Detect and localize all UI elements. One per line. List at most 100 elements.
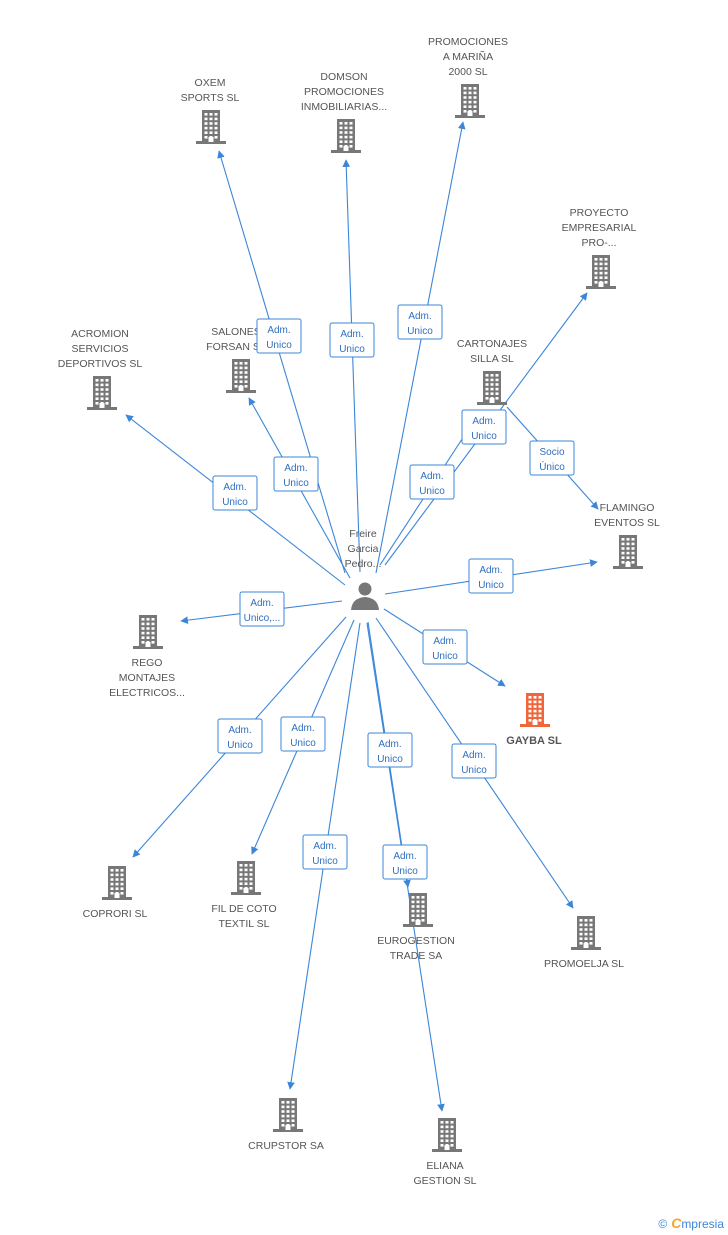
person-center-icon[interactable]	[351, 582, 379, 611]
rego-edge-label-line: Unico,...	[244, 613, 281, 624]
flamingo-edge-label[interactable]: Adm.Unico	[468, 558, 514, 594]
filcoto-edge-label[interactable]: Adm.Unico	[280, 716, 326, 752]
company-salones-icon[interactable]	[226, 359, 256, 393]
domson-edge-label-line: Unico	[339, 344, 365, 355]
gayba-edge-label-line: Adm.	[433, 636, 456, 647]
company-filcoto-icon[interactable]	[231, 861, 261, 895]
promoelja-edge-label[interactable]: Adm.Unico	[451, 743, 497, 779]
eliana-edge-label[interactable]: Adm. Unico	[382, 844, 428, 880]
company-label-line: EMPRESARIAL	[562, 222, 637, 234]
company-label-line: 2000 SL	[448, 66, 487, 78]
company-eurogestion-icon[interactable]	[403, 893, 433, 927]
company-gayba-label[interactable]: GAYBA SL	[506, 735, 562, 747]
company-proyecto-icon[interactable]	[586, 255, 616, 289]
salones-edge-label-line: Adm.	[284, 463, 307, 474]
rego-edge-label[interactable]: Adm. Unico,...	[239, 591, 285, 627]
cartonajes-edge-label-line: Unico	[419, 486, 445, 497]
person-label-line: Garcia	[348, 543, 379, 555]
company-label-line: REGO	[132, 657, 163, 669]
proyecto-edge-label[interactable]: Adm.Unico	[461, 409, 507, 445]
company-flamingo-label[interactable]: FLAMINGO EVENTOS SL	[594, 502, 660, 529]
company-label-line: EVENTOS SL	[594, 517, 660, 529]
company-label-line: COPRORI SL	[83, 908, 148, 920]
eurogestion-edge-label[interactable]: Adm. Unico	[367, 732, 413, 768]
company-label-line: GESTION SL	[413, 1175, 476, 1187]
acromion-edge-label-line: Adm.	[223, 482, 246, 493]
company-eliana-label[interactable]: ELIANA GESTION SL	[413, 1160, 476, 1187]
company-rego-label[interactable]: REGO MONTAJES ELECTRICOS...	[109, 657, 185, 699]
company-crupstor-label[interactable]: CRUPSTOR SA	[248, 1140, 324, 1152]
gayba-edge-label[interactable]: Adm.Unico	[422, 629, 468, 665]
acromion-edge-label-line: Unico	[222, 497, 248, 508]
proyecto-edge-label-line: Adm.	[472, 416, 495, 427]
marina-edge	[375, 121, 466, 574]
eurogestion-edge-label-line: Adm.	[378, 739, 401, 750]
domson-edge-label[interactable]: Adm.Unico	[329, 322, 375, 358]
cartonajes-edge-label[interactable]: Adm. Unico	[409, 464, 455, 500]
company-marina-icon[interactable]	[455, 84, 485, 118]
company-label-line: CRUPSTOR SA	[248, 1140, 324, 1152]
company-label-line: DEPORTIVOS SL	[58, 358, 143, 370]
rego-edge-label-line: Adm.	[250, 598, 273, 609]
filcoto-edge-label-line: Adm.	[291, 723, 314, 734]
company-promoelja-icon[interactable]	[571, 916, 601, 950]
company-eliana-icon[interactable]	[432, 1118, 462, 1152]
company-coprori-label[interactable]: COPRORI SL	[83, 908, 148, 920]
eliana-edge-label-line: Adm.	[393, 851, 416, 862]
company-label-line: FLAMINGO	[600, 502, 655, 514]
company-proyecto-label[interactable]: PROYECTOEMPRESARIALPRO-...	[562, 207, 637, 249]
company-label-line: ELECTRICOS...	[109, 687, 185, 699]
salones-edge-label[interactable]: Adm. Unico	[273, 456, 319, 492]
acromion-edge-label[interactable]: Adm. Unico	[212, 475, 258, 511]
oxem-edge-label[interactable]: Adm.Unico	[256, 318, 302, 354]
company-label-line: PROYECTO	[570, 207, 629, 219]
edges-layer	[125, 121, 599, 1112]
company-label-line: OXEM	[195, 77, 226, 89]
coprori-edge-label[interactable]: Adm.Unico	[217, 718, 263, 754]
person-label-line: Freire	[349, 528, 377, 540]
company-flamingo-icon[interactable]	[613, 535, 643, 569]
company-promoelja-label[interactable]: PROMOELJA SL	[544, 958, 624, 970]
company-domson-label[interactable]: DOMSONPROMOCIONESINMOBILIARIAS...	[301, 71, 387, 113]
company-gayba-icon[interactable]	[520, 693, 550, 727]
company-rego-icon[interactable]	[133, 615, 163, 649]
company-cartonajes-icon[interactable]	[477, 371, 507, 405]
company-coprori-icon[interactable]	[102, 866, 132, 900]
eurogestion-edge-label-line: Unico	[377, 754, 403, 765]
crupstor-edge-label[interactable]: Adm.Unico	[302, 834, 348, 870]
salones-edge-label-line: Unico	[283, 478, 309, 489]
company-label-line: INMOBILIARIAS...	[301, 101, 387, 113]
edge-labels-layer: Adm.UnicoAdm.UnicoAdm.UnicoAdm.UnicoAdm.…	[212, 304, 575, 880]
company-domson-icon[interactable]	[331, 119, 361, 153]
coprori-edge-label-line: Adm.	[228, 725, 251, 736]
marina-edge-label-line: Unico	[407, 326, 433, 337]
company-cartonajes-label[interactable]: CARTONAJES SILLA SL	[457, 338, 527, 365]
company-label-line: PROMOELJA SL	[544, 958, 624, 970]
company-oxem-icon[interactable]	[196, 110, 226, 144]
brand-footer: ©Cmpresia	[658, 1215, 724, 1231]
company-label-line: TEXTIL SL	[219, 918, 270, 930]
company-acromion-icon[interactable]	[87, 376, 117, 410]
company-label-line: FIL DE COTO	[211, 903, 276, 915]
company-label-line: SILLA SL	[470, 353, 514, 365]
cartonajes-edge-label-line: Adm.	[420, 471, 443, 482]
company-filcoto-label[interactable]: FIL DE COTO TEXTIL SL	[211, 903, 276, 930]
company-label-line: ELIANA	[426, 1160, 463, 1172]
company-label-line: A MARIÑA	[443, 50, 493, 63]
company-label-line: MONTAJES	[119, 672, 175, 684]
person-center-label[interactable]: FreireGarciaPedro...	[345, 528, 382, 570]
company-label-line: GAYBA SL	[506, 735, 562, 747]
marina-edge-label[interactable]: Adm.Unico	[397, 304, 443, 340]
company-label-line: CARTONAJES	[457, 338, 527, 350]
company-crupstor-icon[interactable]	[273, 1098, 303, 1132]
eliana-edge-label-line: Unico	[392, 866, 418, 877]
crupstor-edge-label-line: Unico	[312, 856, 338, 867]
